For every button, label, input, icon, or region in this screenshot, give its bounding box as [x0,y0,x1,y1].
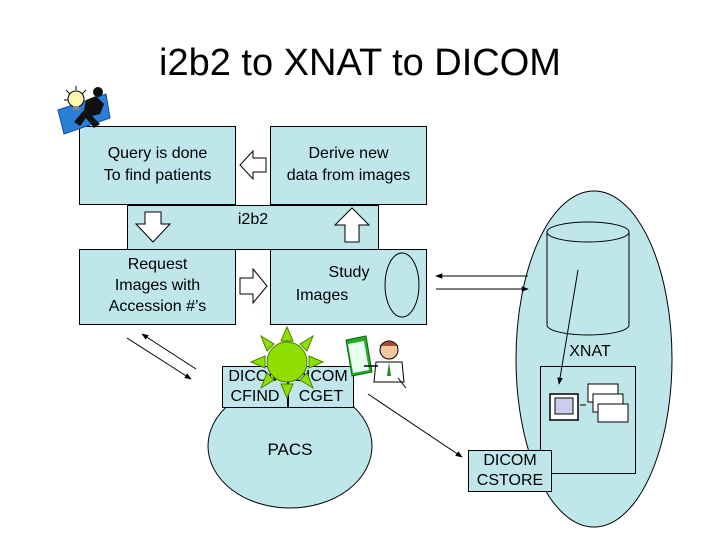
arrow-request-to-pacs [126,337,192,380]
lightbulb-person-icon [57,86,111,135]
i2b2-band [127,205,379,250]
block-arrow-up [333,207,371,243]
cget-text-line2: CGET [298,388,344,405]
block-arrow-right [239,267,268,305]
query-text-line2: To find patients [103,167,212,184]
study-text-line2: Images [295,287,349,304]
presenter-icon [345,335,407,389]
request-text-line2: Images with [114,277,201,294]
cstore-text-line2: CSTORE [476,472,544,489]
cstore-box [468,450,552,492]
study-text-line1: Study [328,264,370,281]
block-arrow-down [134,211,172,243]
pacs-label: PACS [267,440,313,459]
block-arrow-left [239,149,267,181]
screens-icon [549,383,629,423]
i2b2-label: i2b2 [237,211,269,228]
derive-box [270,126,427,205]
query-text-line1: Query is done [107,145,208,162]
derive-text-line2: data from images [286,167,411,184]
cfind-box [222,366,288,408]
arrow-cget-to-cstore [367,393,463,458]
slide-title: i2b2 to XNAT to DICOM [159,42,561,84]
query-box [79,126,236,205]
request-text-line3: Accession #’s [108,298,207,315]
request-box [79,249,236,325]
cstore-text-line1: DICOM [483,452,537,469]
arrow-db-to-images [557,269,579,385]
cfind-text-line2: CFIND [230,388,280,405]
request-text-line1: Request [127,256,188,273]
derive-text-line1: Derive new [308,145,389,162]
xnat-database-icon [546,221,630,336]
study-disk-oval [384,252,420,318]
arrow-pacs-to-request [141,333,197,370]
sun-icon [249,325,325,400]
xnat-label: XNAT [569,343,611,360]
